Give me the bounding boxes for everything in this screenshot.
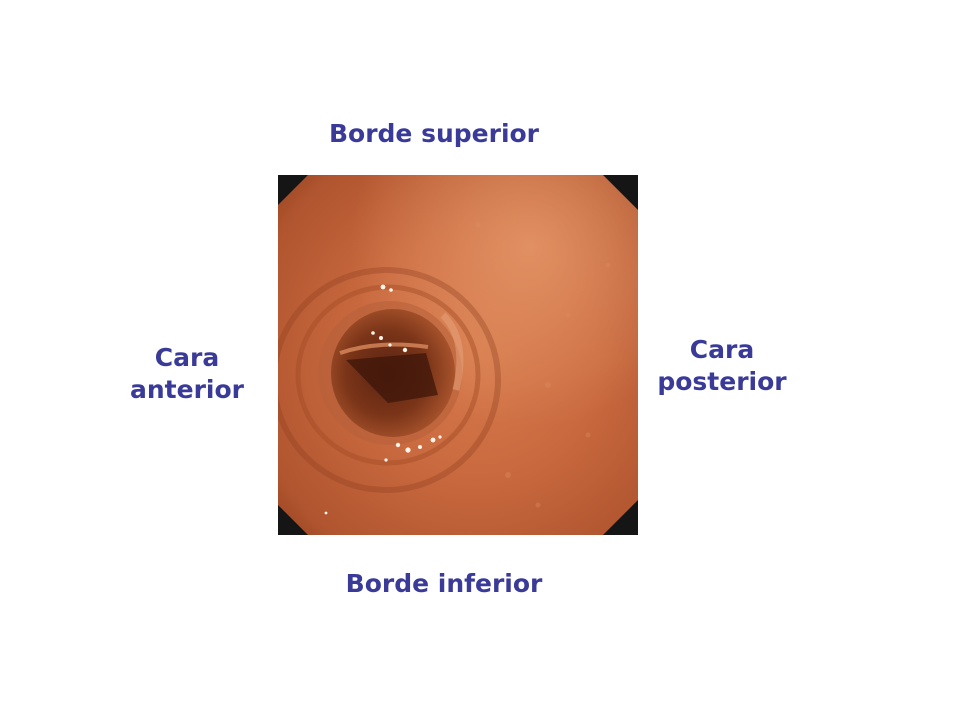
endoscopy-image-svg — [278, 175, 638, 535]
mucosa-texture — [475, 222, 610, 508]
label-cara-anterior-line-2: anterior — [130, 375, 244, 404]
label-borde-superior: Borde superior — [328, 119, 540, 148]
mucosa-view — [278, 175, 638, 535]
endoscopy-image — [278, 175, 638, 535]
label-cara-posterior-line-2: posterior — [657, 367, 787, 396]
fold-highlight-right — [440, 312, 464, 391]
fold-ring-outer — [278, 267, 501, 493]
inner-fold-highlight — [339, 342, 429, 355]
label-cara-posterior-line-1: Cara — [689, 335, 755, 364]
label-cara-posterior: Cara posterior — [648, 334, 796, 398]
label-cara-anterior-line-1: Cara — [154, 343, 220, 372]
fold-ring-middle — [295, 284, 481, 466]
lumen-shadow — [346, 353, 438, 403]
label-cara-anterior: Cara anterior — [118, 342, 256, 406]
specular-highlights — [324, 284, 442, 515]
label-borde-inferior: Borde inferior — [345, 569, 543, 598]
